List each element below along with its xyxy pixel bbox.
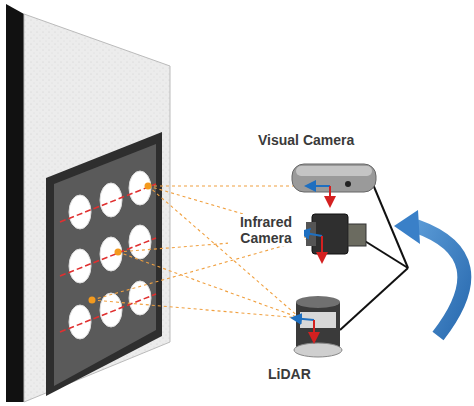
board-frame xyxy=(46,132,162,396)
infrared-camera xyxy=(300,214,366,262)
sensor-label: Visual Camera xyxy=(256,132,356,148)
sensor-label: Infrared Camera xyxy=(228,214,304,246)
lidar xyxy=(292,296,342,357)
mount-lines xyxy=(340,182,408,330)
calibration-board xyxy=(54,144,156,386)
board-holes xyxy=(69,171,151,339)
rays xyxy=(92,186,340,318)
wall-edge xyxy=(6,4,24,402)
rotation-arrow xyxy=(394,210,464,336)
feature-dots xyxy=(89,183,152,304)
sensor-label: LiDAR xyxy=(266,366,313,382)
wall-face xyxy=(24,14,170,402)
visual-camera xyxy=(292,164,376,206)
scan-lines xyxy=(60,184,156,332)
